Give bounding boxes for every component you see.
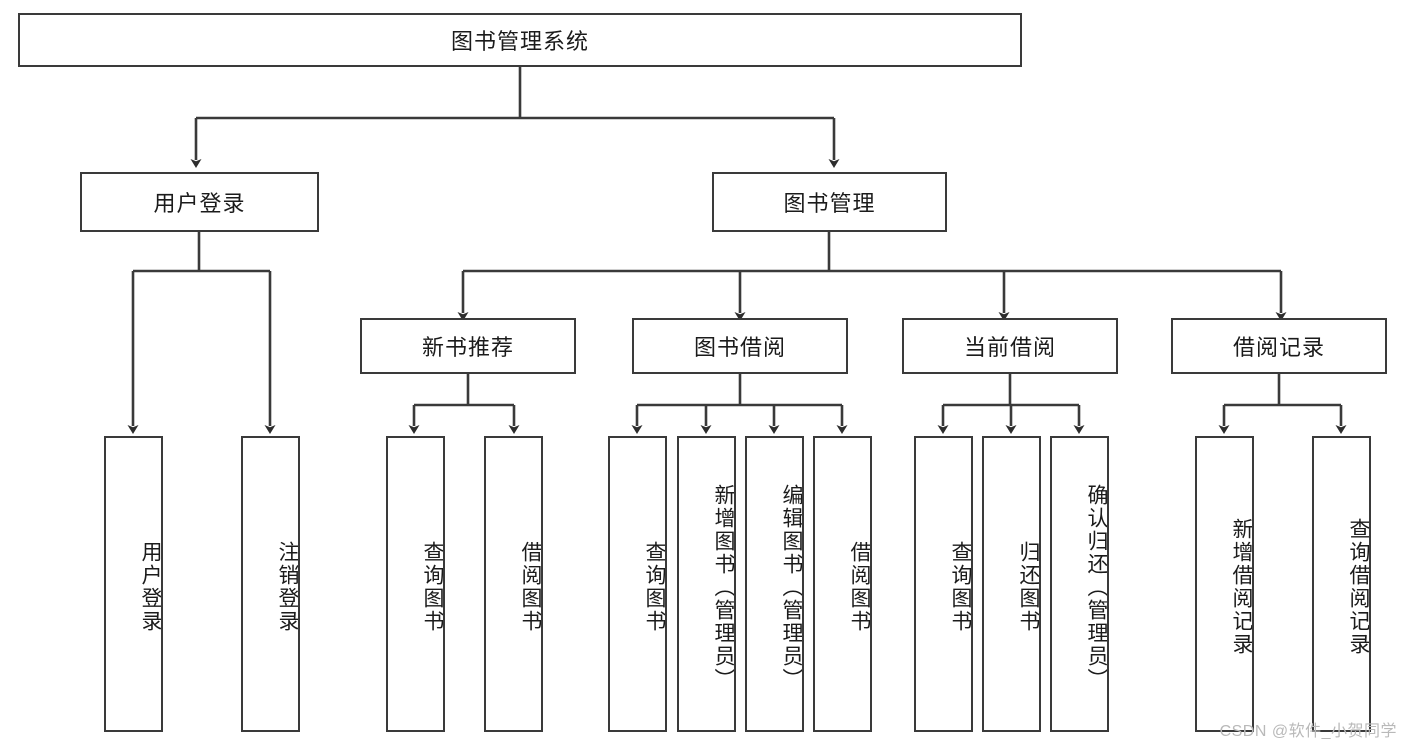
node-leaf-query-book-2[interactable]: 查询图书	[608, 436, 667, 732]
node-leaf-add-borrow-record[interactable]: 新增借阅记录	[1195, 436, 1254, 732]
node-book-management[interactable]: 图书管理	[712, 172, 947, 232]
node-leaf-query-book-1-label: 查询图书	[421, 541, 444, 633]
node-leaf-borrow-book-2-label: 借阅图书	[848, 541, 871, 633]
node-leaf-query-borrow-record-label: 查询借阅记录	[1347, 518, 1370, 656]
node-leaf-borrow-book-1[interactable]: 借阅图书	[484, 436, 543, 732]
node-leaf-query-book-3[interactable]: 查询图书	[914, 436, 973, 732]
node-leaf-query-book-2-label: 查询图书	[643, 541, 666, 633]
node-leaf-query-book-3-label: 查询图书	[949, 541, 972, 633]
node-leaf-logout-login[interactable]: 注销登录	[241, 436, 300, 732]
node-leaf-add-book-admin-label: 新增图书（管理员）	[712, 483, 735, 691]
node-leaf-logout-login-label: 注销登录	[276, 541, 299, 633]
node-leaf-user-login-label: 用户登录	[139, 541, 162, 633]
node-leaf-query-book-1[interactable]: 查询图书	[386, 436, 445, 732]
node-leaf-confirm-return-admin-label: 确认归还（管理员）	[1085, 483, 1108, 691]
node-leaf-borrow-book-1-label: 借阅图书	[519, 541, 542, 633]
node-borrow-record[interactable]: 借阅记录	[1171, 318, 1387, 374]
node-root-label: 图书管理系统	[450, 29, 589, 54]
node-book-borrow[interactable]: 图书借阅	[632, 318, 848, 374]
node-leaf-add-borrow-record-label: 新增借阅记录	[1230, 518, 1253, 656]
node-root[interactable]: 图书管理系统	[18, 13, 1022, 67]
node-user-login-label: 用户登录	[153, 191, 246, 216]
node-current-borrow[interactable]: 当前借阅	[902, 318, 1118, 374]
node-leaf-query-borrow-record[interactable]: 查询借阅记录	[1312, 436, 1371, 732]
node-borrow-record-label: 借阅记录	[1232, 335, 1325, 360]
node-leaf-confirm-return-admin[interactable]: 确认归还（管理员）	[1050, 436, 1109, 732]
node-leaf-return-book[interactable]: 归还图书	[982, 436, 1041, 732]
node-leaf-return-book-label: 归还图书	[1017, 541, 1040, 633]
node-book-management-label: 图书管理	[783, 191, 876, 216]
node-user-login[interactable]: 用户登录	[80, 172, 319, 232]
node-current-borrow-label: 当前借阅	[963, 335, 1056, 360]
node-leaf-add-book-admin[interactable]: 新增图书（管理员）	[677, 436, 736, 732]
node-new-book-recommend-label: 新书推荐	[421, 335, 514, 360]
node-leaf-user-login[interactable]: 用户登录	[104, 436, 163, 732]
node-book-borrow-label: 图书借阅	[693, 335, 786, 360]
node-leaf-edit-book-admin-label: 编辑图书（管理员）	[780, 483, 803, 691]
node-leaf-borrow-book-2[interactable]: 借阅图书	[813, 436, 872, 732]
node-leaf-edit-book-admin[interactable]: 编辑图书（管理员）	[745, 436, 804, 732]
node-new-book-recommend[interactable]: 新书推荐	[360, 318, 576, 374]
